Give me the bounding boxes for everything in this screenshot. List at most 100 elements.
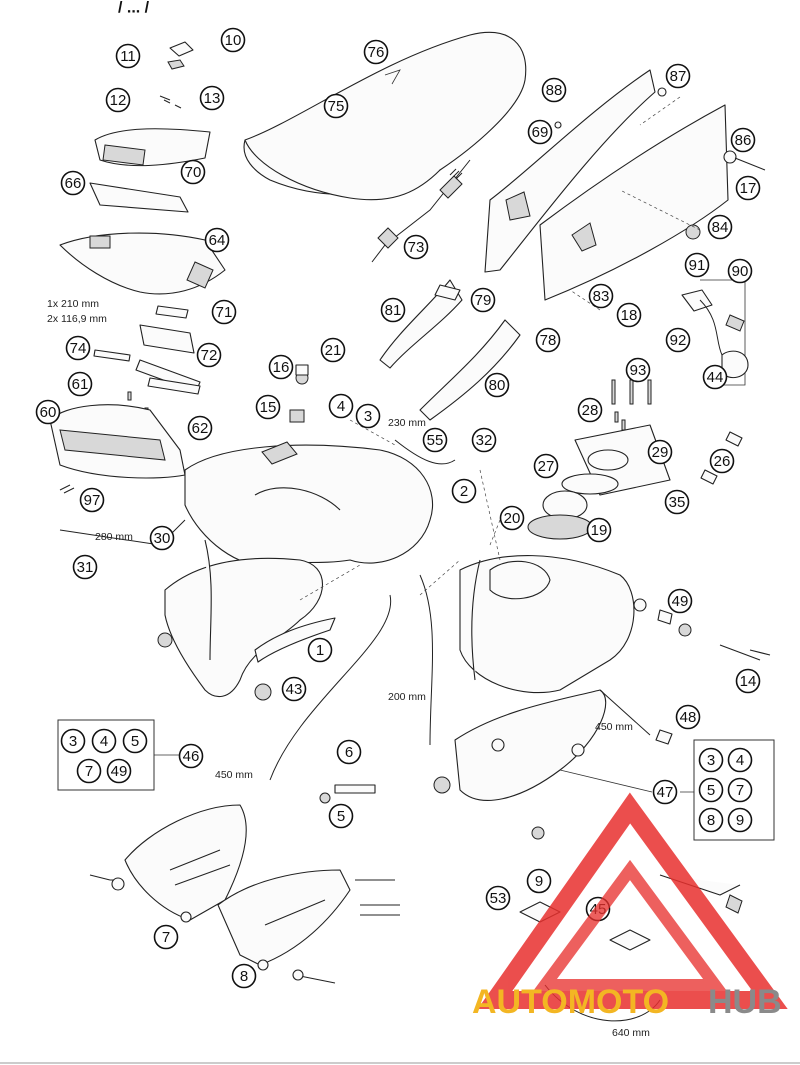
callout-number: 88 <box>546 82 563 99</box>
callout-3: 3 <box>355 403 381 429</box>
watermark-text-hub: HUB <box>708 983 782 1021</box>
callout-92: 92 <box>665 327 691 353</box>
callout-number: 70 <box>185 164 202 181</box>
hoses <box>59 419 651 781</box>
callout-number: 31 <box>77 559 94 576</box>
callout-circle <box>323 93 349 119</box>
callout-number: 27 <box>538 458 555 475</box>
callout-circle <box>727 807 753 833</box>
callout-4: 4 <box>328 393 354 419</box>
callout-circle <box>471 427 497 453</box>
callout-91: 91 <box>684 252 710 278</box>
callout-circle <box>665 63 691 89</box>
dimension-label: 640 mm <box>612 1027 650 1039</box>
callout-87: 87 <box>665 63 691 89</box>
callout-number: 8 <box>240 968 248 985</box>
callout-circle <box>67 371 93 397</box>
callout-circle <box>675 704 701 730</box>
callout-30: 30 <box>149 525 175 551</box>
callout-circle <box>91 728 117 754</box>
callout-circle <box>625 357 651 383</box>
callout-number: 66 <box>65 175 82 192</box>
callout-number: 9 <box>535 873 543 890</box>
callout-circle <box>588 283 614 309</box>
callout-14: 14 <box>735 668 761 694</box>
callout-number: 4 <box>100 733 108 750</box>
callout-number: 32 <box>476 432 493 449</box>
seat-cable-drawing <box>371 159 471 263</box>
fuel-tank-left <box>164 441 434 698</box>
callout-number: 87 <box>670 68 687 85</box>
callout-number: 83 <box>593 288 610 305</box>
callout-number: 18 <box>621 307 638 324</box>
seat-drawing <box>243 31 527 201</box>
group-left-callout-3: 3 <box>60 728 86 754</box>
group-left-callout-5: 5 <box>122 728 148 754</box>
callout-number: 7 <box>85 763 93 780</box>
callout-circle <box>647 439 673 465</box>
callout-12: 12 <box>105 87 131 113</box>
callout-72: 72 <box>196 342 222 368</box>
callout-circle <box>106 758 132 784</box>
callout-number: 29 <box>652 444 669 461</box>
callout-number: 60 <box>40 404 57 421</box>
callout-number: 44 <box>707 369 724 386</box>
callout-circle <box>735 668 761 694</box>
callout-number: 64 <box>209 232 226 249</box>
callout-35: 35 <box>664 489 690 515</box>
callout-number: 47 <box>657 784 674 801</box>
group-right-callout-3: 3 <box>698 747 724 773</box>
callout-number: 49 <box>111 763 128 780</box>
callout-66: 66 <box>60 170 86 196</box>
callout-circle <box>470 287 496 313</box>
callout-number: 4 <box>337 398 345 415</box>
callout-43: 43 <box>281 676 307 702</box>
callout-circle <box>499 505 525 531</box>
callout-circle <box>72 554 98 580</box>
callout-number: 28 <box>582 402 599 419</box>
callout-circle <box>684 252 710 278</box>
callout-circle <box>355 403 381 429</box>
callout-16: 16 <box>268 354 294 380</box>
callout-number: 81 <box>385 302 402 319</box>
callout-number: 71 <box>216 304 233 321</box>
group-right-callout-5: 5 <box>698 777 724 803</box>
lock-assembly <box>681 279 749 386</box>
callout-83: 83 <box>588 283 614 309</box>
callout-10: 10 <box>220 27 246 53</box>
callout-circle <box>541 77 567 103</box>
callout-circle <box>336 739 362 765</box>
header-fragment: / ... / <box>118 0 150 16</box>
callout-circle <box>180 159 206 185</box>
callout-26: 26 <box>709 448 735 474</box>
callout-1: 1 <box>307 637 333 663</box>
callout-circle <box>665 327 691 353</box>
callout-circle <box>707 214 733 240</box>
callout-8: 8 <box>231 963 257 989</box>
callout-78: 78 <box>535 327 561 353</box>
callout-60: 60 <box>35 399 61 425</box>
callout-number: 3 <box>69 733 77 750</box>
callout-number: 5 <box>707 782 715 799</box>
callout-number: 30 <box>154 530 171 547</box>
callout-circle <box>533 453 559 479</box>
callout-97: 97 <box>79 487 105 513</box>
callout-number: 3 <box>364 408 372 425</box>
callout-29: 29 <box>647 439 673 465</box>
callout-circle <box>255 394 281 420</box>
group-right-callout-9: 9 <box>727 807 753 833</box>
callout-31: 31 <box>72 554 98 580</box>
callout-71: 71 <box>211 299 237 325</box>
callout-44: 44 <box>702 364 728 390</box>
callout-circle <box>220 27 246 53</box>
callout-circle <box>328 393 354 419</box>
fittings <box>157 364 771 840</box>
callout-number: 80 <box>489 377 506 394</box>
callout-circle <box>122 728 148 754</box>
callout-17: 17 <box>735 175 761 201</box>
callout-circle <box>586 517 612 543</box>
callout-number: 84 <box>712 219 729 236</box>
callout-circle <box>199 85 225 111</box>
callout-15: 15 <box>255 394 281 420</box>
fuel-tank-right <box>454 555 647 801</box>
